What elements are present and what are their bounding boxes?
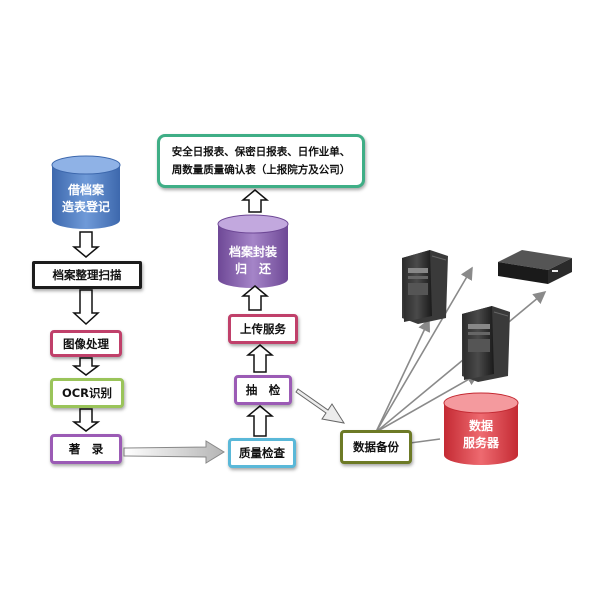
arrow-up	[245, 344, 275, 373]
report-forms-box: 安全日报表、保密日报表、日作业单、 周数量质量确认表（上报院方及公司）	[157, 134, 365, 188]
seal-return-line1: 档案封装	[228, 245, 277, 259]
arrow-up	[240, 285, 270, 311]
image-processing-label: 图像处理	[63, 336, 109, 351]
database-cylinder-icon	[51, 155, 121, 229]
data-server-label: 数据 服务器	[446, 418, 516, 452]
data-backup-label: 数据备份	[353, 440, 399, 454]
data-server-line1: 数据	[468, 419, 493, 433]
arrow-to-data-backup	[295, 388, 346, 424]
report-forms-line1: 安全日报表、保密日报表、日作业单、	[171, 146, 351, 158]
arrow-right-to-quality-check	[123, 440, 225, 464]
arrow-down	[71, 231, 101, 258]
flow-arrows-middle-column	[240, 189, 275, 437]
database-cylinder-icon	[217, 214, 289, 288]
quality-check-label: 质量检查	[239, 446, 285, 460]
catalog-label: 著 录	[68, 442, 104, 456]
flow-arrows-left-column	[71, 231, 101, 432]
seal-return-line2: 归 还	[234, 262, 271, 276]
archive-scan-label: 档案整理扫描	[52, 268, 122, 282]
spot-check-label: 抽 检	[245, 383, 281, 397]
borrow-register-line2: 造表登记	[61, 200, 110, 214]
ocr-box: OCR识别	[50, 378, 124, 408]
upload-service-box: 上传服务	[228, 314, 298, 344]
upload-service-label: 上传服务	[240, 322, 286, 336]
arrow-up	[245, 405, 275, 437]
arrow-down	[72, 289, 100, 326]
catalog-box: 著 录	[50, 434, 122, 464]
seal-return-label: 档案封装 归 还	[220, 244, 286, 278]
spot-check-box: 抽 检	[234, 375, 292, 405]
arrow-down	[71, 357, 101, 376]
quality-check-box: 质量检查	[228, 438, 296, 468]
tower-server-icon	[402, 250, 448, 324]
arrow-up	[240, 189, 270, 213]
image-processing-box: 图像处理	[50, 330, 122, 357]
archive-scan-box: 档案整理扫描	[32, 261, 142, 289]
backup-connection-lines	[375, 266, 547, 444]
ocr-label: OCR识别	[61, 386, 113, 400]
database-cylinder-icon	[443, 392, 519, 465]
report-forms-line2: 周数量质量确认表（上报院方及公司）	[171, 164, 351, 176]
borrow-register-label: 借档案 造表登记	[54, 182, 118, 216]
borrow-register-line1: 借档案	[67, 183, 104, 197]
tower-server-icon	[462, 306, 510, 382]
data-backup-box: 数据备份	[340, 430, 412, 464]
data-server-line2: 服务器	[462, 436, 499, 450]
external-hard-drive-icon	[498, 250, 572, 284]
arrow-down	[71, 408, 101, 432]
